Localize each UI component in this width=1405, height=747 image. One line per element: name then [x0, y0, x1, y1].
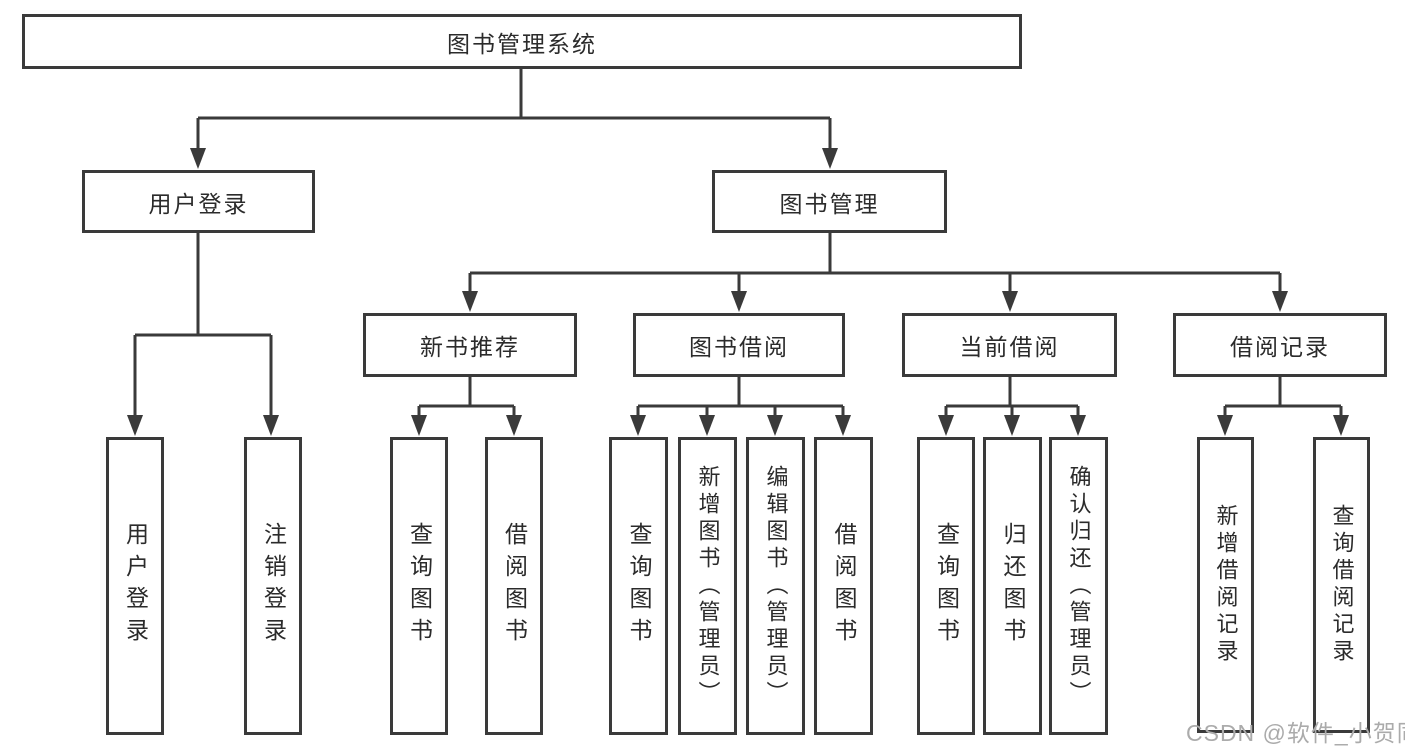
leaf-return-book: 归还图书 [983, 437, 1042, 735]
leaf-user-login: 用户登录 [106, 437, 164, 735]
node-label: 新增图书（管理员） [695, 464, 721, 708]
node-label: 注销登录 [260, 522, 287, 650]
node-label: 用户登录 [148, 190, 249, 217]
leaf-logout: 注销登录 [244, 437, 302, 735]
watermark: CSDN @软件_小贺同学 [1186, 720, 1405, 746]
node-current-borrow: 当前借阅 [902, 313, 1117, 377]
node-label: 归还图书 [1000, 522, 1026, 650]
node-label: 查询图书 [626, 522, 652, 650]
leaf-search-book-recommend: 查询图书 [390, 437, 448, 735]
node-label: 借阅记录 [1230, 334, 1330, 360]
leaf-edit-book-admin: 编辑图书（管理员） [746, 437, 805, 735]
leaf-borrow-book: 借阅图书 [814, 437, 873, 735]
node-system-root: 图书管理系统 [22, 14, 1022, 69]
leaf-query-borrow-record: 查询借阅记录 [1313, 437, 1370, 733]
node-label: 图书管理系统 [447, 30, 597, 57]
node-book-borrow: 图书借阅 [633, 313, 845, 377]
node-label: 借阅图书 [501, 522, 528, 650]
node-label: 新书推荐 [420, 334, 520, 360]
node-label: 编辑图书（管理员） [763, 464, 789, 708]
node-label: 图书借阅 [689, 334, 789, 360]
node-book-management: 图书管理 [712, 170, 947, 233]
arrowhead-group [127, 148, 1349, 436]
node-user-login: 用户登录 [82, 170, 315, 233]
node-label: 查询图书 [406, 522, 433, 650]
leaf-add-book-admin: 新增图书（管理员） [678, 437, 737, 735]
node-label: 新增借阅记录 [1213, 504, 1239, 666]
node-label: 当前借阅 [959, 334, 1060, 360]
node-new-book-recommend: 新书推荐 [363, 313, 577, 377]
leaf-search-book-current: 查询图书 [917, 437, 975, 735]
node-label: 查询借阅记录 [1329, 504, 1355, 666]
node-label: 查询图书 [933, 522, 960, 650]
leaf-search-book-borrow: 查询图书 [609, 437, 668, 735]
leaf-confirm-return-admin: 确认归还（管理员） [1049, 437, 1108, 735]
node-label: 图书管理 [779, 190, 880, 217]
leaf-add-borrow-record: 新增借阅记录 [1197, 437, 1254, 733]
node-label: 借阅图书 [831, 522, 857, 650]
node-borrow-records: 借阅记录 [1173, 313, 1387, 377]
leaf-borrow-book-recommend: 借阅图书 [485, 437, 543, 735]
node-label: 用户登录 [122, 522, 149, 650]
node-label: 确认归还（管理员） [1066, 464, 1092, 708]
